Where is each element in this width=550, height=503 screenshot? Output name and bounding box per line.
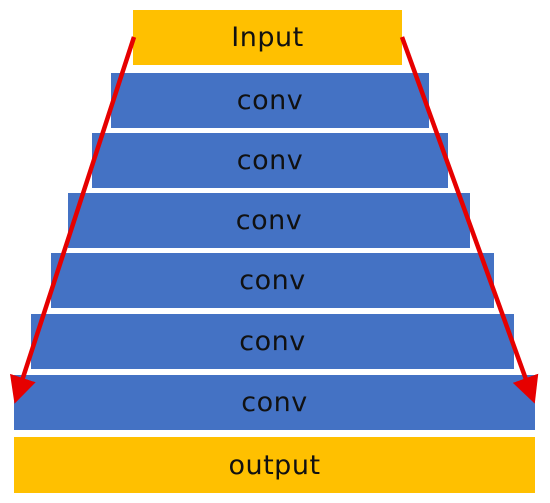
input-block: Input (133, 10, 402, 65)
conv-layer-label: conv (235, 205, 303, 236)
conv-layer-6: conv (14, 375, 535, 430)
conv-layer-5: conv (31, 314, 514, 369)
conv-layer-label: conv (241, 387, 308, 418)
conv-layer-label: conv (239, 265, 306, 296)
conv-layer-2: conv (92, 133, 448, 188)
conv-layer-4: conv (51, 253, 494, 308)
output-block: output (14, 437, 535, 493)
conv-layer-label: conv (239, 326, 306, 357)
conv-layer-label: conv (236, 145, 304, 176)
input-label: Input (231, 22, 304, 53)
conv-layer-label: conv (236, 85, 304, 116)
conv-layer-3: conv (68, 193, 470, 248)
output-label: output (228, 449, 321, 481)
conv-layer-1: conv (111, 73, 429, 128)
